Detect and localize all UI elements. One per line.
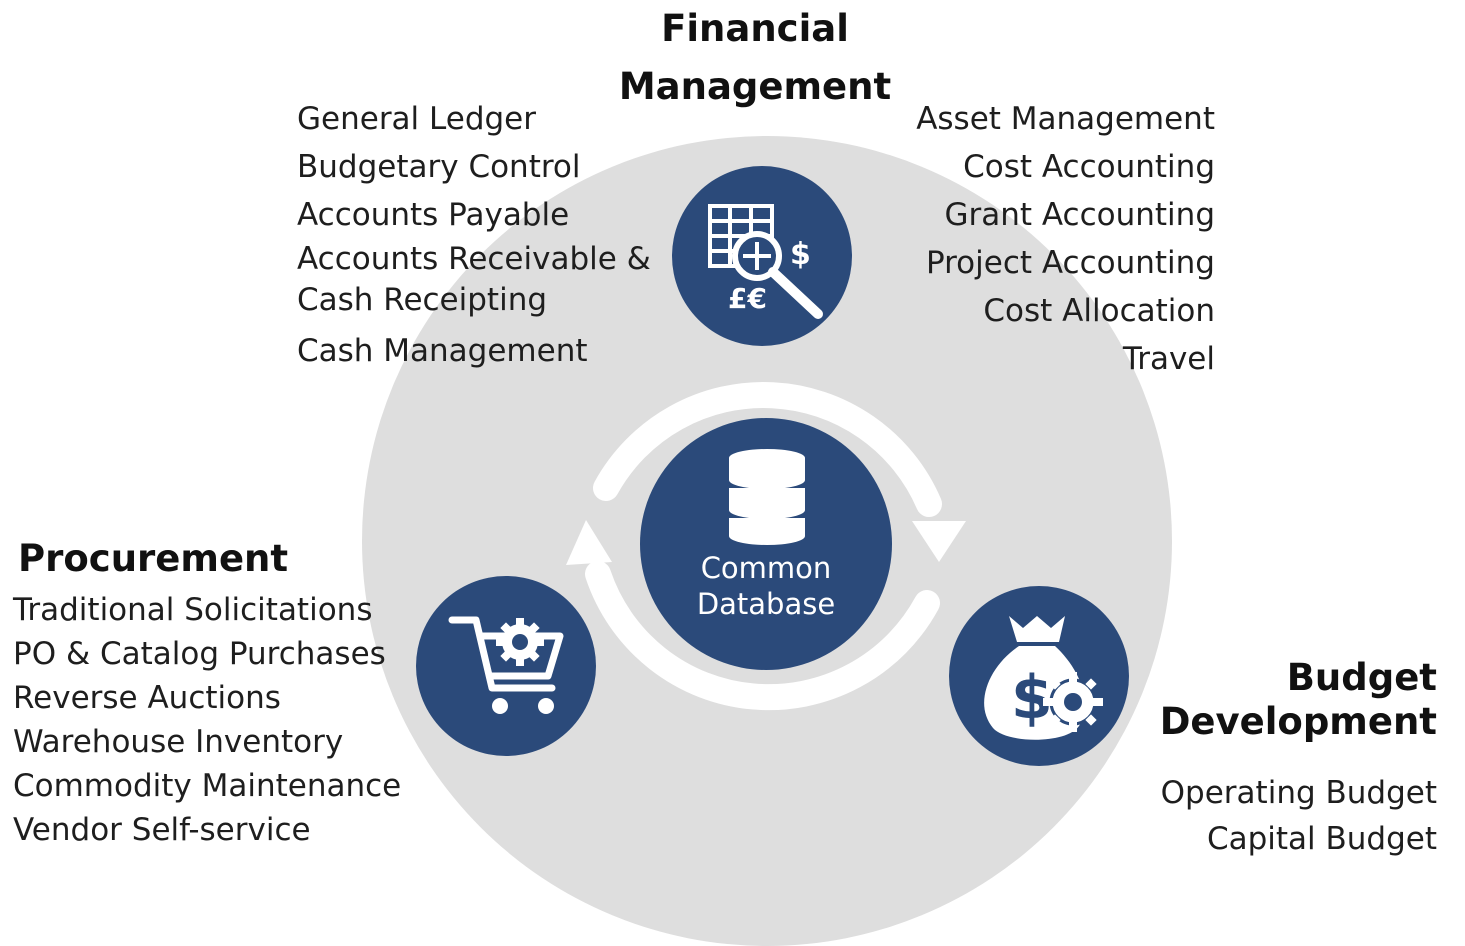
list-item: Cost Accounting	[963, 149, 1215, 185]
list-item: Traditional Solicitations	[13, 592, 373, 628]
cycle-arrowhead-left	[566, 520, 612, 565]
list-item: Project Accounting	[925, 245, 1215, 281]
financial-management-node: $ £€	[672, 166, 852, 346]
financial-management-left-list: General Ledger Budgetary Control Account…	[297, 95, 651, 375]
financial-management-right-list: Asset Management Cost Accounting Grant A…	[916, 95, 1215, 383]
cycle-arrow-bottom	[585, 561, 940, 711]
list-item: Grant Accounting	[944, 197, 1215, 233]
budget-development-title-line2: Development	[1159, 700, 1437, 743]
center-label: Common Database	[640, 550, 892, 622]
financial-management-title-line1: Financial	[661, 7, 849, 50]
spreadsheet-magnifier-currency-icon: $ £€	[708, 204, 823, 319]
list-item-line: Accounts Receivable &	[297, 241, 651, 277]
financial-management-title: Financial Management	[600, 0, 910, 116]
list-item: Cash Management	[297, 333, 588, 369]
procurement-node	[416, 576, 596, 756]
list-item: PO & Catalog Purchases	[13, 636, 386, 672]
list-item: Budgetary Control	[297, 149, 581, 185]
budget-development-title: Budget Development	[1160, 656, 1437, 744]
procurement-title: Procurement	[18, 537, 289, 580]
procurement-list: Traditional Solicitations PO & Catalog P…	[13, 588, 401, 852]
budget-development-title-line1: Budget	[1286, 656, 1437, 699]
list-item: Reverse Auctions	[13, 680, 281, 716]
list-item-line: Cash Receipting	[297, 282, 548, 318]
cycle-arrowhead-right	[912, 521, 966, 562]
center-label-line2: Database	[696, 587, 836, 621]
database-icon	[729, 449, 805, 545]
list-item: Asset Management	[916, 101, 1215, 137]
list-item: Cost Allocation	[983, 293, 1215, 329]
budget-development-list: Operating Budget Capital Budget	[1161, 770, 1437, 862]
list-item: Operating Budget	[1160, 775, 1437, 811]
center-label-line1: Common	[700, 551, 832, 585]
list-item: General Ledger	[297, 101, 536, 137]
list-item: Commodity Maintenance	[13, 768, 402, 804]
common-database-node	[640, 418, 892, 670]
list-item: Travel	[1122, 341, 1215, 377]
svg-text:$: $	[790, 237, 811, 272]
money-bag-gear-icon: $	[984, 616, 1103, 740]
list-item: Capital Budget	[1206, 821, 1437, 857]
shopping-cart-gear-icon	[448, 616, 564, 714]
list-item: Accounts Receivable & Cash Receipting	[297, 239, 651, 321]
svg-text:£€: £€	[728, 282, 767, 315]
cycle-arrow-top	[593, 382, 942, 517]
list-item: Accounts Payable	[297, 197, 570, 233]
financial-management-title-line2: Management	[618, 65, 892, 108]
list-item: Warehouse Inventory	[13, 724, 344, 760]
budget-development-node: $	[949, 586, 1129, 766]
list-item: Vendor Self-service	[13, 812, 311, 848]
